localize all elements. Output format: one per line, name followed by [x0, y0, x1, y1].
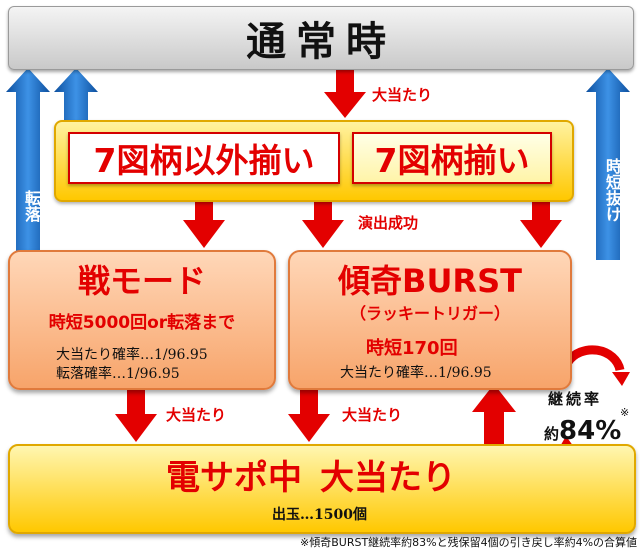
non-seven-pattern-box: 7図柄以外揃い: [68, 132, 340, 184]
top-arrow-label: 大当たり: [372, 86, 433, 104]
blue-up-arrow-right: [586, 68, 630, 260]
blue-up-arrow-left-outer: [6, 68, 50, 260]
seven-pattern-box: 7図柄揃い: [352, 132, 552, 184]
rate-label: 継続率: [548, 390, 603, 408]
burst-jitan: 時短170回: [366, 338, 458, 359]
red-arrow-sen-bottom: [115, 388, 157, 442]
loop-arrow-top: [564, 345, 625, 372]
normal-state-title: 通常時: [246, 19, 396, 65]
red-arrow-burst-bottom: [288, 388, 330, 442]
success-arrow-label: 演出成功: [358, 214, 419, 232]
sen-arrow-label: 大当たり: [166, 406, 227, 424]
rate-value: 84%: [559, 416, 622, 446]
red-arrow-top: [324, 70, 366, 118]
sen-mode-fall-prob: 転落確率…1/96.95: [56, 366, 180, 382]
blue-up-arrow-left-inner: [54, 68, 98, 125]
sen-mode-hit-prob: 大当たり確率…1/96.95: [56, 347, 208, 363]
rate-value-wrap: 約84%: [544, 416, 621, 446]
densapo-title-b: 大当たり: [320, 458, 456, 498]
densapo-title: 電サポ中大当たり: [166, 450, 456, 499]
red-arrow-up-bottom-burst: [472, 384, 516, 444]
burst-box: 傾奇BURST （ラッキートリガー） 時短170回 大当たり確率…1/96.95: [288, 250, 572, 390]
sen-mode-box: 戦モード 時短5000回or転落まで 大当たり確率…1/96.95 転落確率…1…: [8, 250, 276, 390]
sen-mode-title: 戦モード: [77, 262, 206, 300]
rate-note-mark: ※: [620, 406, 630, 419]
red-arrow-7a-sen: [183, 196, 225, 248]
payout-text: 出玉…1500個: [272, 507, 367, 523]
side-label-fall: 転落: [22, 190, 41, 222]
rate-prefix: 約: [544, 425, 560, 443]
burst-sub: （ラッキートリガー）: [349, 304, 510, 323]
side-label-jitan-exit: 時短抜け: [603, 158, 622, 222]
burst-title: 傾奇BURST: [338, 262, 522, 300]
red-arrow-7b-burst: [520, 196, 562, 248]
burst-arrow-label: 大当たり: [342, 406, 403, 424]
densapo-hit-box: 電サポ中大当たり 出玉…1500個: [8, 444, 636, 534]
normal-state-bar: 通常時: [8, 6, 634, 70]
red-arrow-7a-burst: [302, 196, 344, 248]
burst-hit-prob: 大当たり確率…1/96.95: [340, 365, 492, 381]
footnote: ※傾奇BURST継続率約83%と残保留4個の引き戻し率約4%の合算値: [300, 536, 638, 549]
sen-mode-sub: 時短5000回or転落まで: [48, 313, 236, 333]
densapo-title-a: 電サポ中: [166, 458, 302, 498]
